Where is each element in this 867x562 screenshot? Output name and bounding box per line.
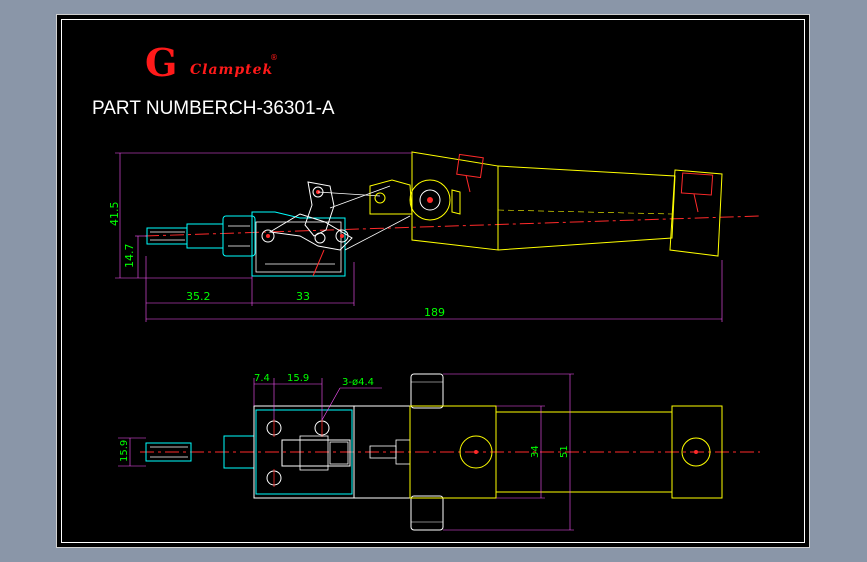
cylinder-barrel: [497, 165, 676, 251]
cylinder-head: [409, 151, 499, 251]
cylinder-linkage: [329, 179, 413, 251]
clamp-base: [251, 211, 346, 277]
dim-pin-height: 14.7: [123, 244, 136, 269]
part-number-value: CH-36301-A: [229, 98, 335, 119]
dim-total-length: 189: [424, 306, 445, 319]
cylinder-end-cap: [669, 169, 723, 257]
dim-plunger-width: 15.9: [119, 440, 130, 462]
logo-name: Clamptek: [190, 62, 273, 78]
dim-inner-width: 34: [530, 445, 541, 458]
drawing-sheet-border: [56, 14, 810, 548]
dim-hole-offset: 7.4: [254, 373, 270, 384]
top-cylinder-head: [353, 373, 497, 531]
part-number-label: PART NUMBER:: [92, 98, 233, 119]
top-cylinder-barrel: [496, 411, 672, 493]
dim-mounting-holes: 3-ø4.4: [342, 377, 374, 388]
side-view: 41.5 14.7 35.2 33 189: [108, 151, 761, 322]
clamptek-logo: G Clamptek ®: [145, 40, 278, 85]
top-view-dimensions: 7.4 15.9 3-ø4.4 15.9 34 51: [118, 373, 574, 531]
dim-plunger-length: 35.2: [186, 290, 211, 303]
dim-outer-width: 51: [559, 445, 570, 458]
drawing-sheet-inner-border: [61, 19, 805, 543]
side-view-dimensions: 41.5 14.7 35.2 33 189: [108, 152, 723, 322]
dim-overall-height: 41.5: [108, 202, 121, 227]
logo-registered-mark: ®: [270, 53, 278, 62]
logo-mark-icon: G: [145, 40, 177, 85]
plunger: [146, 215, 256, 257]
dim-base-length: 33: [296, 290, 310, 303]
dim-hole-pitch: 15.9: [287, 373, 309, 384]
top-view: 7.4 15.9 3-ø4.4 15.9 34 51: [118, 373, 760, 531]
side-view-centerline: [144, 215, 761, 237]
lever-arm: [268, 181, 381, 251]
top-cylinder-end-cap: [671, 405, 723, 499]
